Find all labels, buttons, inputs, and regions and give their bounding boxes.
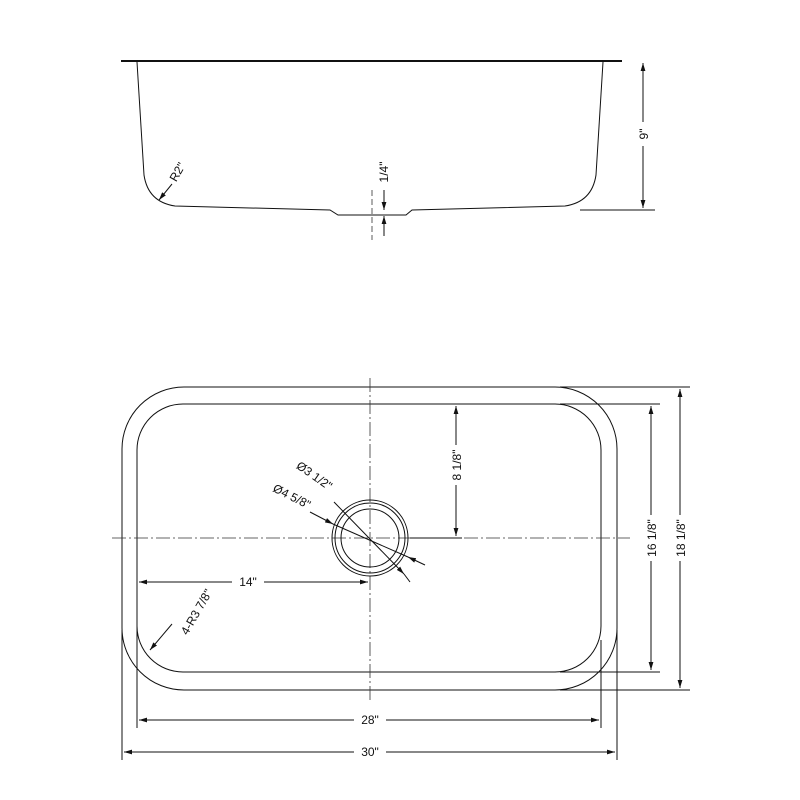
outer-width-label: 30": [361, 745, 379, 759]
outer-rim: [121, 386, 618, 691]
drain-outer-diameter-label: Ø4 5/8": [271, 481, 313, 512]
inner-depth-label: 16 1/8": [645, 519, 659, 557]
side-view: 9" R2" 1/4": [121, 60, 655, 240]
drain-inner-leader: [333, 501, 405, 575]
top-view: Ø3 1/2" Ø4 5/8" 8 1/8" 14" 4-R3 7/8" 16 …: [112, 378, 690, 760]
drain-width-offset-label: 14": [239, 575, 257, 589]
corner-radius-label: R2": [167, 160, 189, 184]
drain-outer-leader: [309, 511, 334, 525]
inner-width-label: 28": [361, 713, 379, 727]
drain-inner-diameter-label: Ø3 1/2": [294, 458, 335, 493]
corner-radius-leader: [149, 623, 173, 651]
corner-radius-label: 4-R3 7/8": [178, 587, 215, 638]
basin-profile: [136, 61, 604, 216]
drain: [331, 499, 409, 577]
corner-radius-leader: [158, 183, 173, 201]
depth-label: 9": [637, 129, 651, 140]
outer-depth-label: 18 1/8": [674, 519, 688, 557]
drain-recess-label: 1/4": [377, 162, 391, 183]
drain-depth-offset-label: 8 1/8": [450, 450, 464, 481]
